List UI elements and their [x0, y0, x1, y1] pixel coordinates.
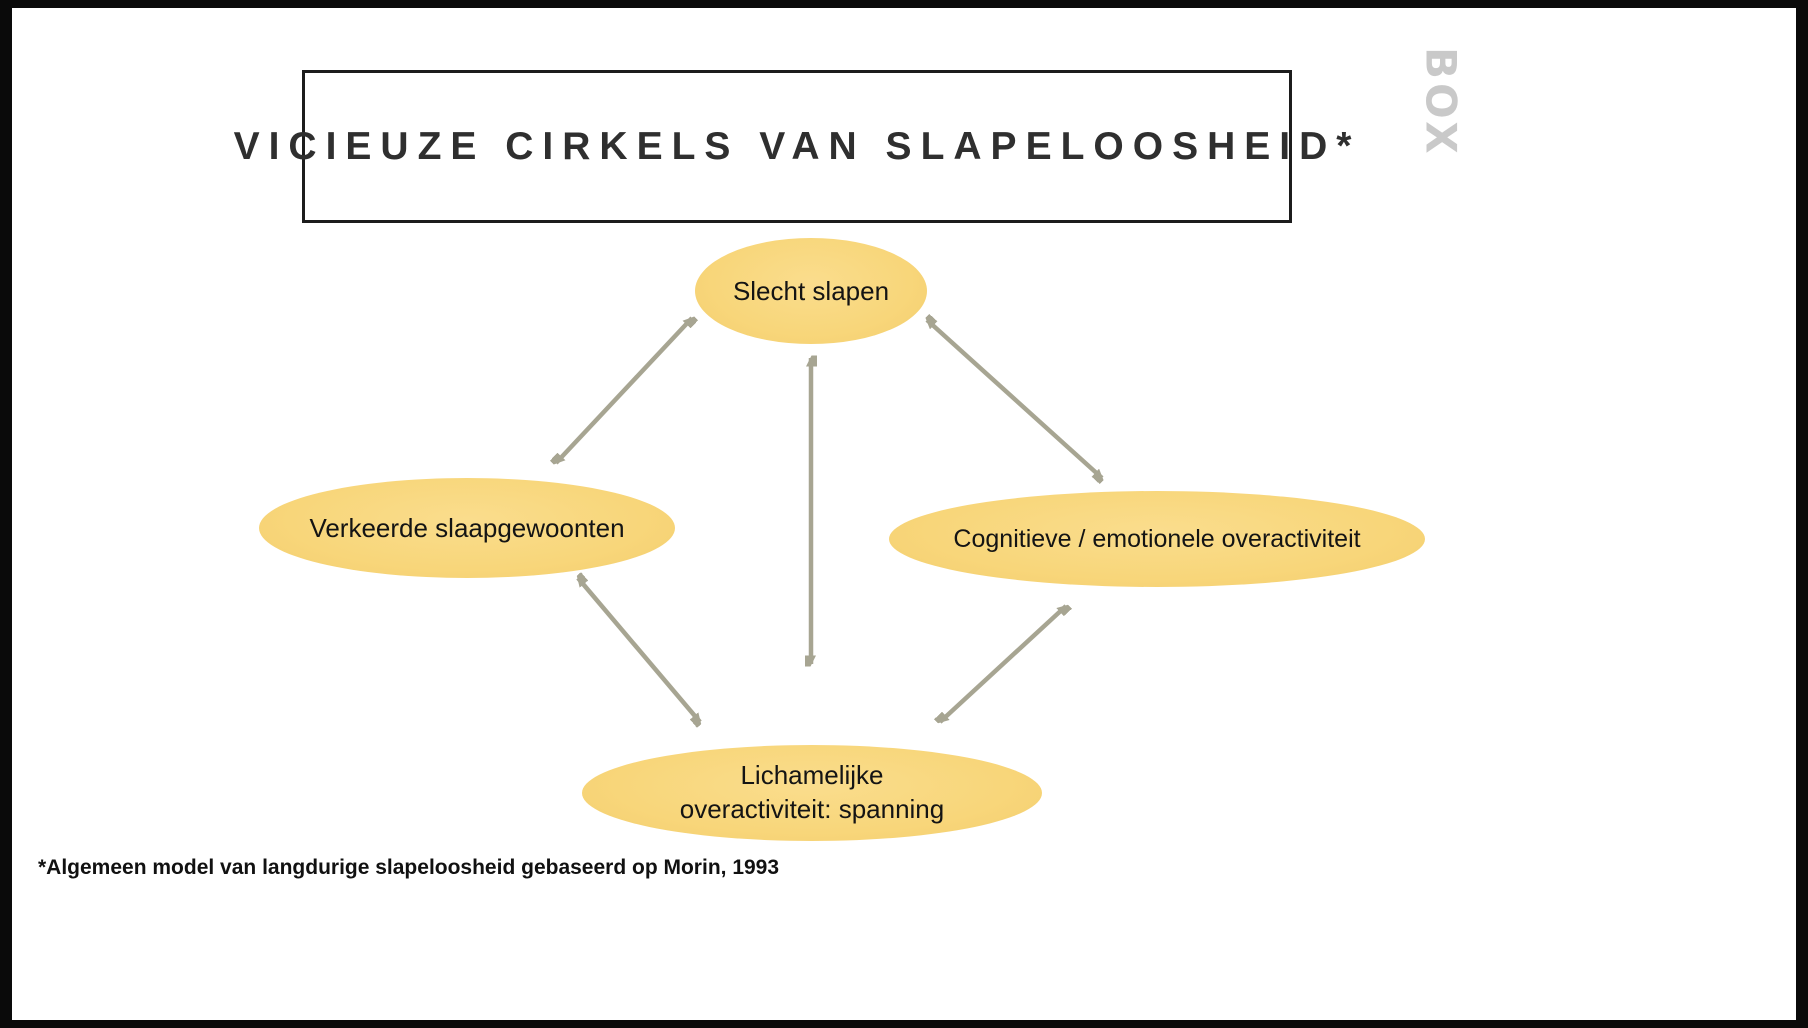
node-label-line1: Lichamelijke: [740, 760, 884, 791]
arrow-habits-physical: [578, 578, 700, 722]
title-box: VICIEUZE CIRKELS VAN SLAPELOOSHEID*: [234, 70, 1351, 223]
footnote: *Algemeen model van langdurige slapeloos…: [38, 856, 780, 879]
node-label: Cognitieve / emotionele overactiviteit: [953, 524, 1361, 553]
slide: VICIEUZE CIRKELS VAN SLAPELOOSHEID* BOX …: [12, 8, 1796, 1020]
slide-title: VICIEUZE CIRKELS VAN SLAPELOOSHEID*: [233, 124, 1361, 168]
node-verkeerde-slaapgewoonten: Verkeerde slaapgewoonten: [259, 478, 675, 578]
node-cognitieve-emotionele-overactiviteit: Cognitieve / emotionele overactiviteit: [889, 491, 1425, 587]
box-logo: BOX: [1416, 46, 1466, 158]
node-label-line2: overactiviteit: spanning: [679, 794, 945, 824]
arrow-cognitive-physical: [940, 606, 1066, 722]
node-slecht-slapen: Slecht slapen: [695, 238, 927, 344]
node-label: Verkeerde slaapgewoonten: [309, 512, 625, 543]
arrow-sleep-cognitive: [927, 320, 1102, 478]
node-label: Slecht slapen: [732, 275, 890, 306]
arrow-habits-sleep: [556, 318, 692, 463]
node-lichamelijke-overactiviteit: Lichamelijke overactiviteit: spanning: [582, 745, 1042, 841]
